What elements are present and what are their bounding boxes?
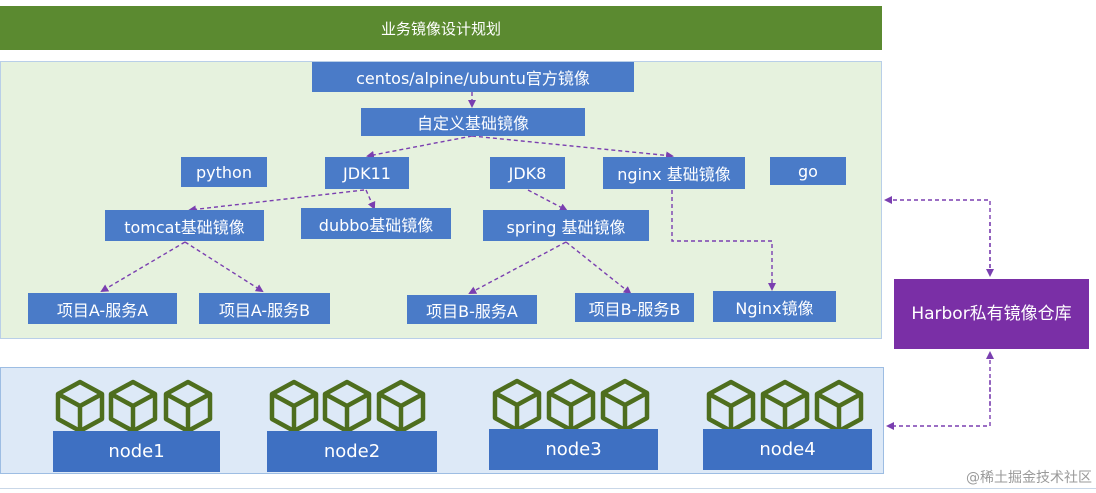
project-b-service-b-label: 项目B-服务B [588, 299, 681, 319]
page-header: 业务镜像设计规划 [0, 6, 882, 50]
python-image-box: python [181, 157, 267, 187]
project-a-service-a-label: 项目A-服务A [56, 300, 149, 320]
project-a-service-a-box: 项目A-服务A [28, 293, 177, 324]
custom-base-image-box: 自定义基础镜像 [361, 108, 585, 136]
node-label: node4 [759, 439, 816, 460]
nginx-image-label: Nginx镜像 [735, 298, 814, 318]
jdk11-image-box: JDK11 [325, 157, 409, 189]
footer-text: @稀土掘金技术社区 [966, 470, 1092, 486]
project-a-service-b-label: 项目A-服务B [218, 300, 311, 320]
arrow-harbor-to-nodes-panel [886, 380, 991, 430]
spring-base-image-label: spring 基础镜像 [506, 217, 626, 237]
harbor-registry-label: Harbor私有镜像仓库 [911, 304, 1072, 324]
nginx-image-box: Nginx镜像 [713, 291, 836, 322]
go-image-label: go [798, 161, 818, 181]
tomcat-base-image-box: tomcat基础镜像 [105, 210, 264, 241]
dubbo-base-image-label: dubbo基础镜像 [318, 215, 434, 235]
spring-base-image-box: spring 基础镜像 [483, 210, 649, 241]
header-title: 业务镜像设计规划 [380, 19, 501, 38]
node-label: node1 [108, 441, 165, 462]
jdk8-image-box: JDK8 [490, 157, 565, 189]
official-base-image-box: centos/alpine/ubuntu官方镜像 [312, 62, 634, 92]
dubbo-base-image-box: dubbo基础镜像 [301, 208, 451, 239]
nginx-base-image-label: nginx 基础镜像 [617, 165, 731, 184]
nginx-base-image-box: nginx 基础镜像 [603, 157, 745, 189]
custom-base-image-label: 自定义基础镜像 [416, 114, 529, 133]
bottom-divider [0, 488, 1096, 489]
node-box-1: node1 [53, 431, 220, 472]
project-b-service-a-label: 项目B-服务A [426, 301, 518, 321]
tomcat-base-image-label: tomcat基础镜像 [124, 217, 245, 237]
project-b-service-a-box: 项目B-服务A [407, 295, 537, 324]
footer-watermark: @稀土掘金技术社区 [930, 466, 1092, 488]
project-b-service-b-box: 项目B-服务B [575, 293, 694, 322]
node-label: node3 [545, 439, 602, 460]
arrow-harbor-to-upper-panel [884, 196, 991, 275]
node-box-3: node3 [489, 429, 658, 470]
project-a-service-b-box: 项目A-服务B [199, 293, 330, 324]
go-image-box: go [770, 157, 846, 185]
node-box-2: node2 [267, 431, 437, 472]
official-base-image-label: centos/alpine/ubuntu官方镜像 [356, 69, 590, 88]
node-box-4: node4 [703, 429, 872, 470]
node-label: node2 [323, 441, 381, 462]
jdk8-image-label: JDK8 [508, 163, 547, 183]
jdk11-image-label: JDK11 [343, 163, 391, 183]
harbor-registry-box: Harbor私有镜像仓库 [894, 279, 1089, 349]
python-image-label: python [196, 162, 252, 182]
